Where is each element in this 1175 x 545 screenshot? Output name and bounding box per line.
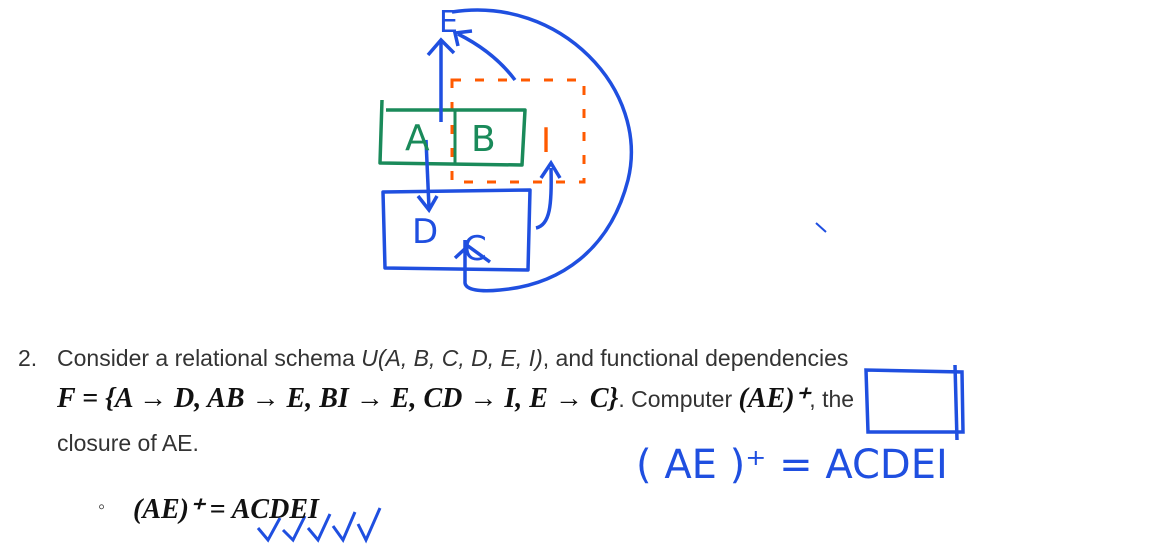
problem-line-2: F = {A → D, AB → E, BI → E, CD → I, E → … [57,377,854,421]
arrow-b-to-e [457,32,517,82]
answer-bullet: ◦ [98,496,106,518]
arrow-c-to-i [535,167,553,230]
check-marks [256,507,382,544]
problem-number: 2. [18,345,38,371]
arc-e-to-c [451,8,634,293]
label-e-top: E [439,5,458,40]
highlight-box-tick [953,364,959,441]
arrow-a-to-d [424,139,431,209]
orange-dashed-box [450,78,586,184]
arrowhead-c [453,243,492,264]
blue-box [381,188,532,272]
label-b: B [471,119,496,160]
arrowhead-down-d [416,194,439,214]
green-box [378,99,527,167]
line1-suffix: , and functional dependencies [542,345,849,371]
answer-line: (AE)⁺=ACDEI [133,492,319,526]
line1-prefix: Consider a relational schema [57,345,362,371]
stray-mark [815,222,827,233]
problem-line-3: closure of AE. [57,430,199,456]
label-d: D [412,212,438,252]
problem-line-1: Consider a relational schema U(A, B, C, … [57,336,848,380]
label-a: A [405,118,430,159]
closure-expr: (AE)⁺ [738,383,810,414]
answer-equals: = [209,494,226,525]
line2-suffix: , the [809,386,855,412]
answer-lhs: (AE)⁺ [133,494,204,525]
highlight-box [864,368,965,434]
label-c: C [463,229,487,269]
handwritten-answer: ( AE )⁺ = ACDEI [636,442,948,488]
arrowhead-up-i [539,159,562,179]
arrowhead-up-e [426,37,456,57]
schema: U(A, B, C, D, E, I) [361,345,543,371]
fd-set: F = {A → D, AB → E, BI → E, CD → I, E → … [57,383,619,414]
line2-mid: . Computer [618,386,739,412]
answer-rhs: ACDEI [231,494,319,525]
label-i: I [541,121,551,161]
arrowhead-b-to-e [452,29,473,47]
